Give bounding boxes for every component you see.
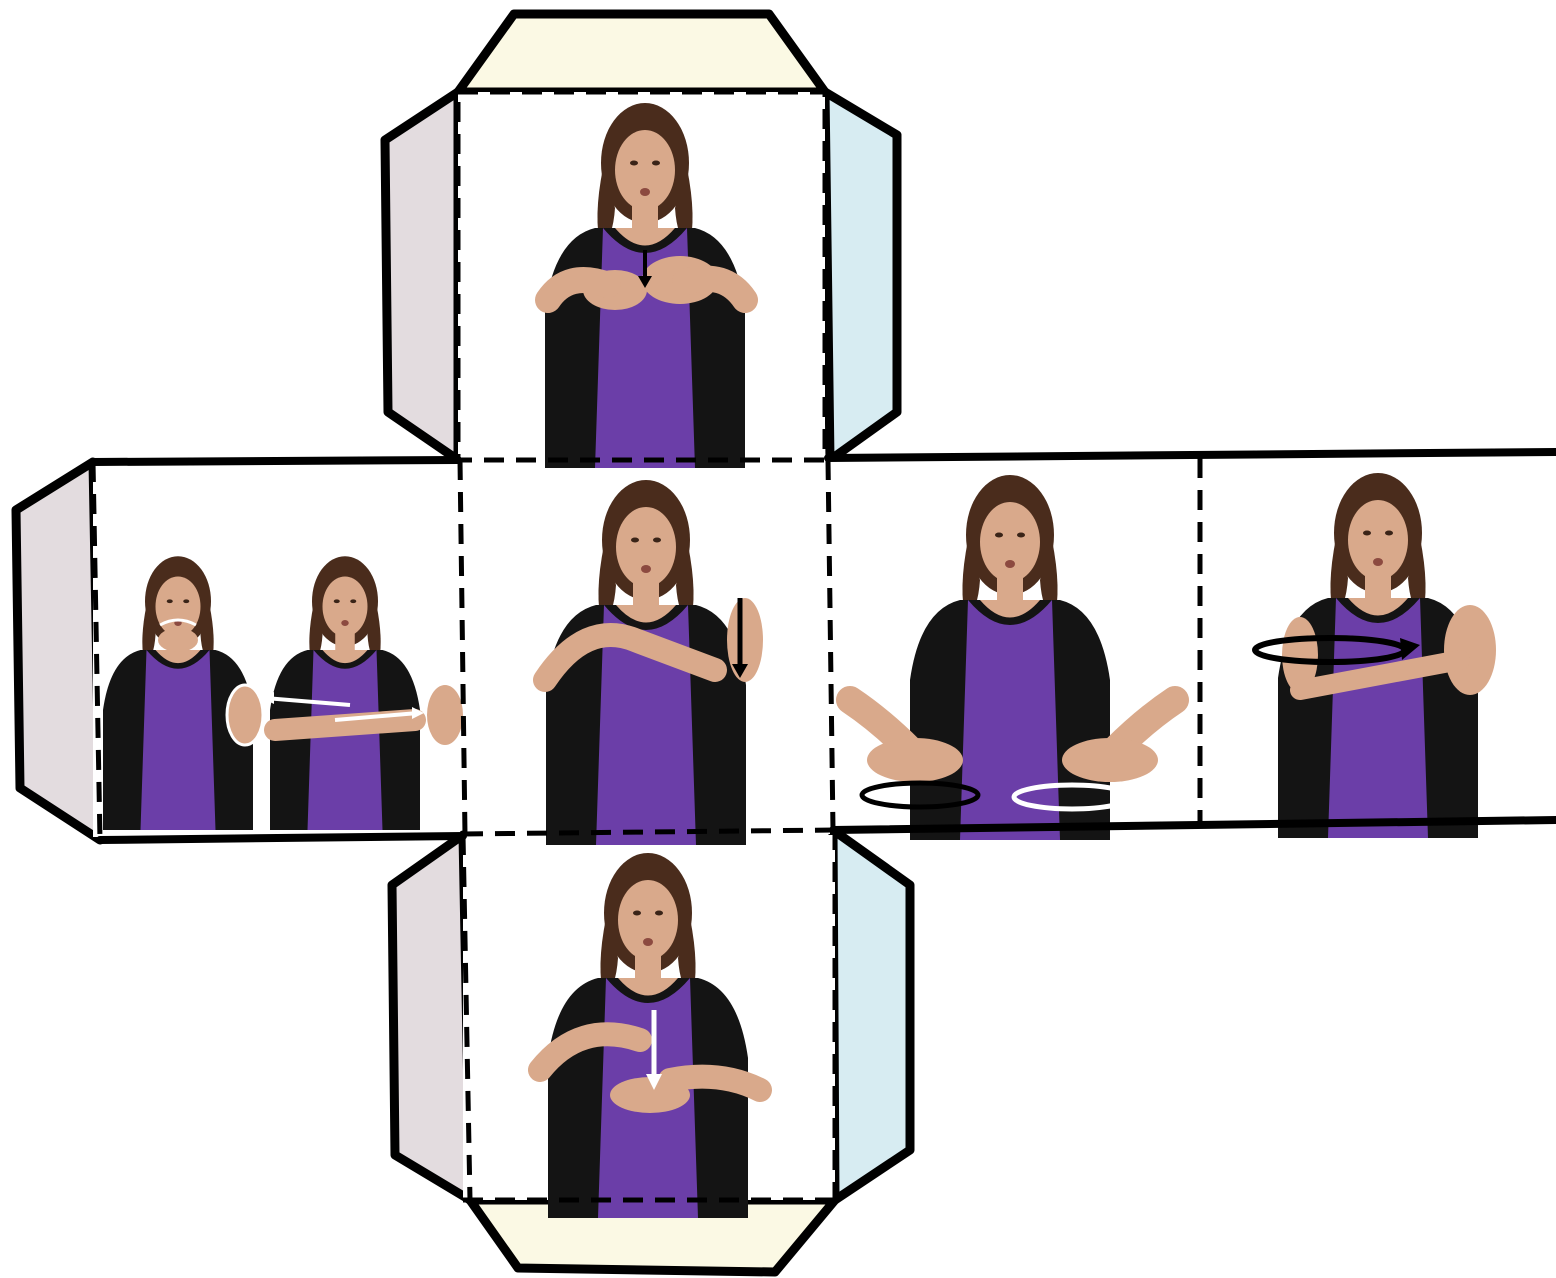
- tab-top: [458, 14, 825, 92]
- tab-bottom-left: [392, 835, 470, 1200]
- tab-top-left: [385, 92, 458, 460]
- tab-left: [16, 462, 100, 840]
- tab-bottom-right: [833, 830, 910, 1200]
- tab-top-right: [825, 92, 897, 460]
